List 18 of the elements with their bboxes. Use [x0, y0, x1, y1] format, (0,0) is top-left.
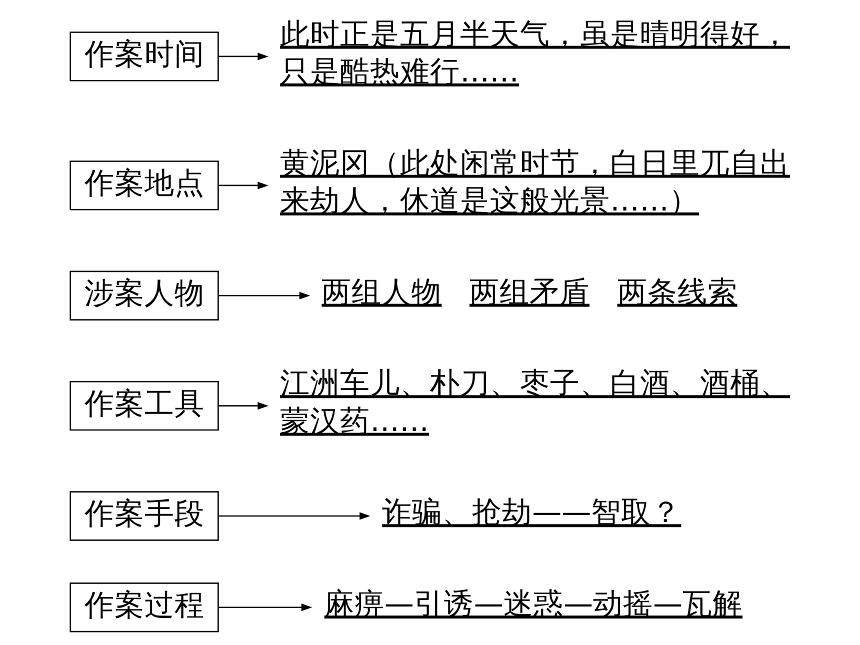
arrow [218, 292, 310, 300]
node-text: 江洲车儿、朴刀、枣子、白酒、酒桶、蒙汉药…… [280, 366, 790, 438]
arrow [218, 52, 268, 60]
node-text: 两组人物 两组矛盾 两条线索 [321, 274, 737, 309]
arrow [218, 512, 370, 520]
node-box: 作案过程 [69, 582, 218, 632]
node-text: 此时正是五月半天气，虽是晴明得好，只是酷热难行…… [280, 16, 790, 88]
node-box: 涉案人物 [69, 270, 218, 320]
node-box: 作案手段 [69, 491, 218, 541]
arrow [218, 182, 268, 190]
node-box: 作案工具 [69, 380, 218, 431]
node-text: 黄泥冈（此处闲常时节，白日里兀自出来劫人，休道是这般光景……） [280, 146, 790, 218]
node-text: 麻痹—引诱—迷惑—动摇—瓦解 [324, 586, 742, 621]
arrow [218, 604, 312, 612]
node-text: 诈骗、抢劫——智取？ [382, 495, 681, 530]
arrow [218, 402, 268, 410]
node-box: 作案时间 [69, 32, 218, 82]
node-box: 作案地点 [69, 160, 218, 210]
